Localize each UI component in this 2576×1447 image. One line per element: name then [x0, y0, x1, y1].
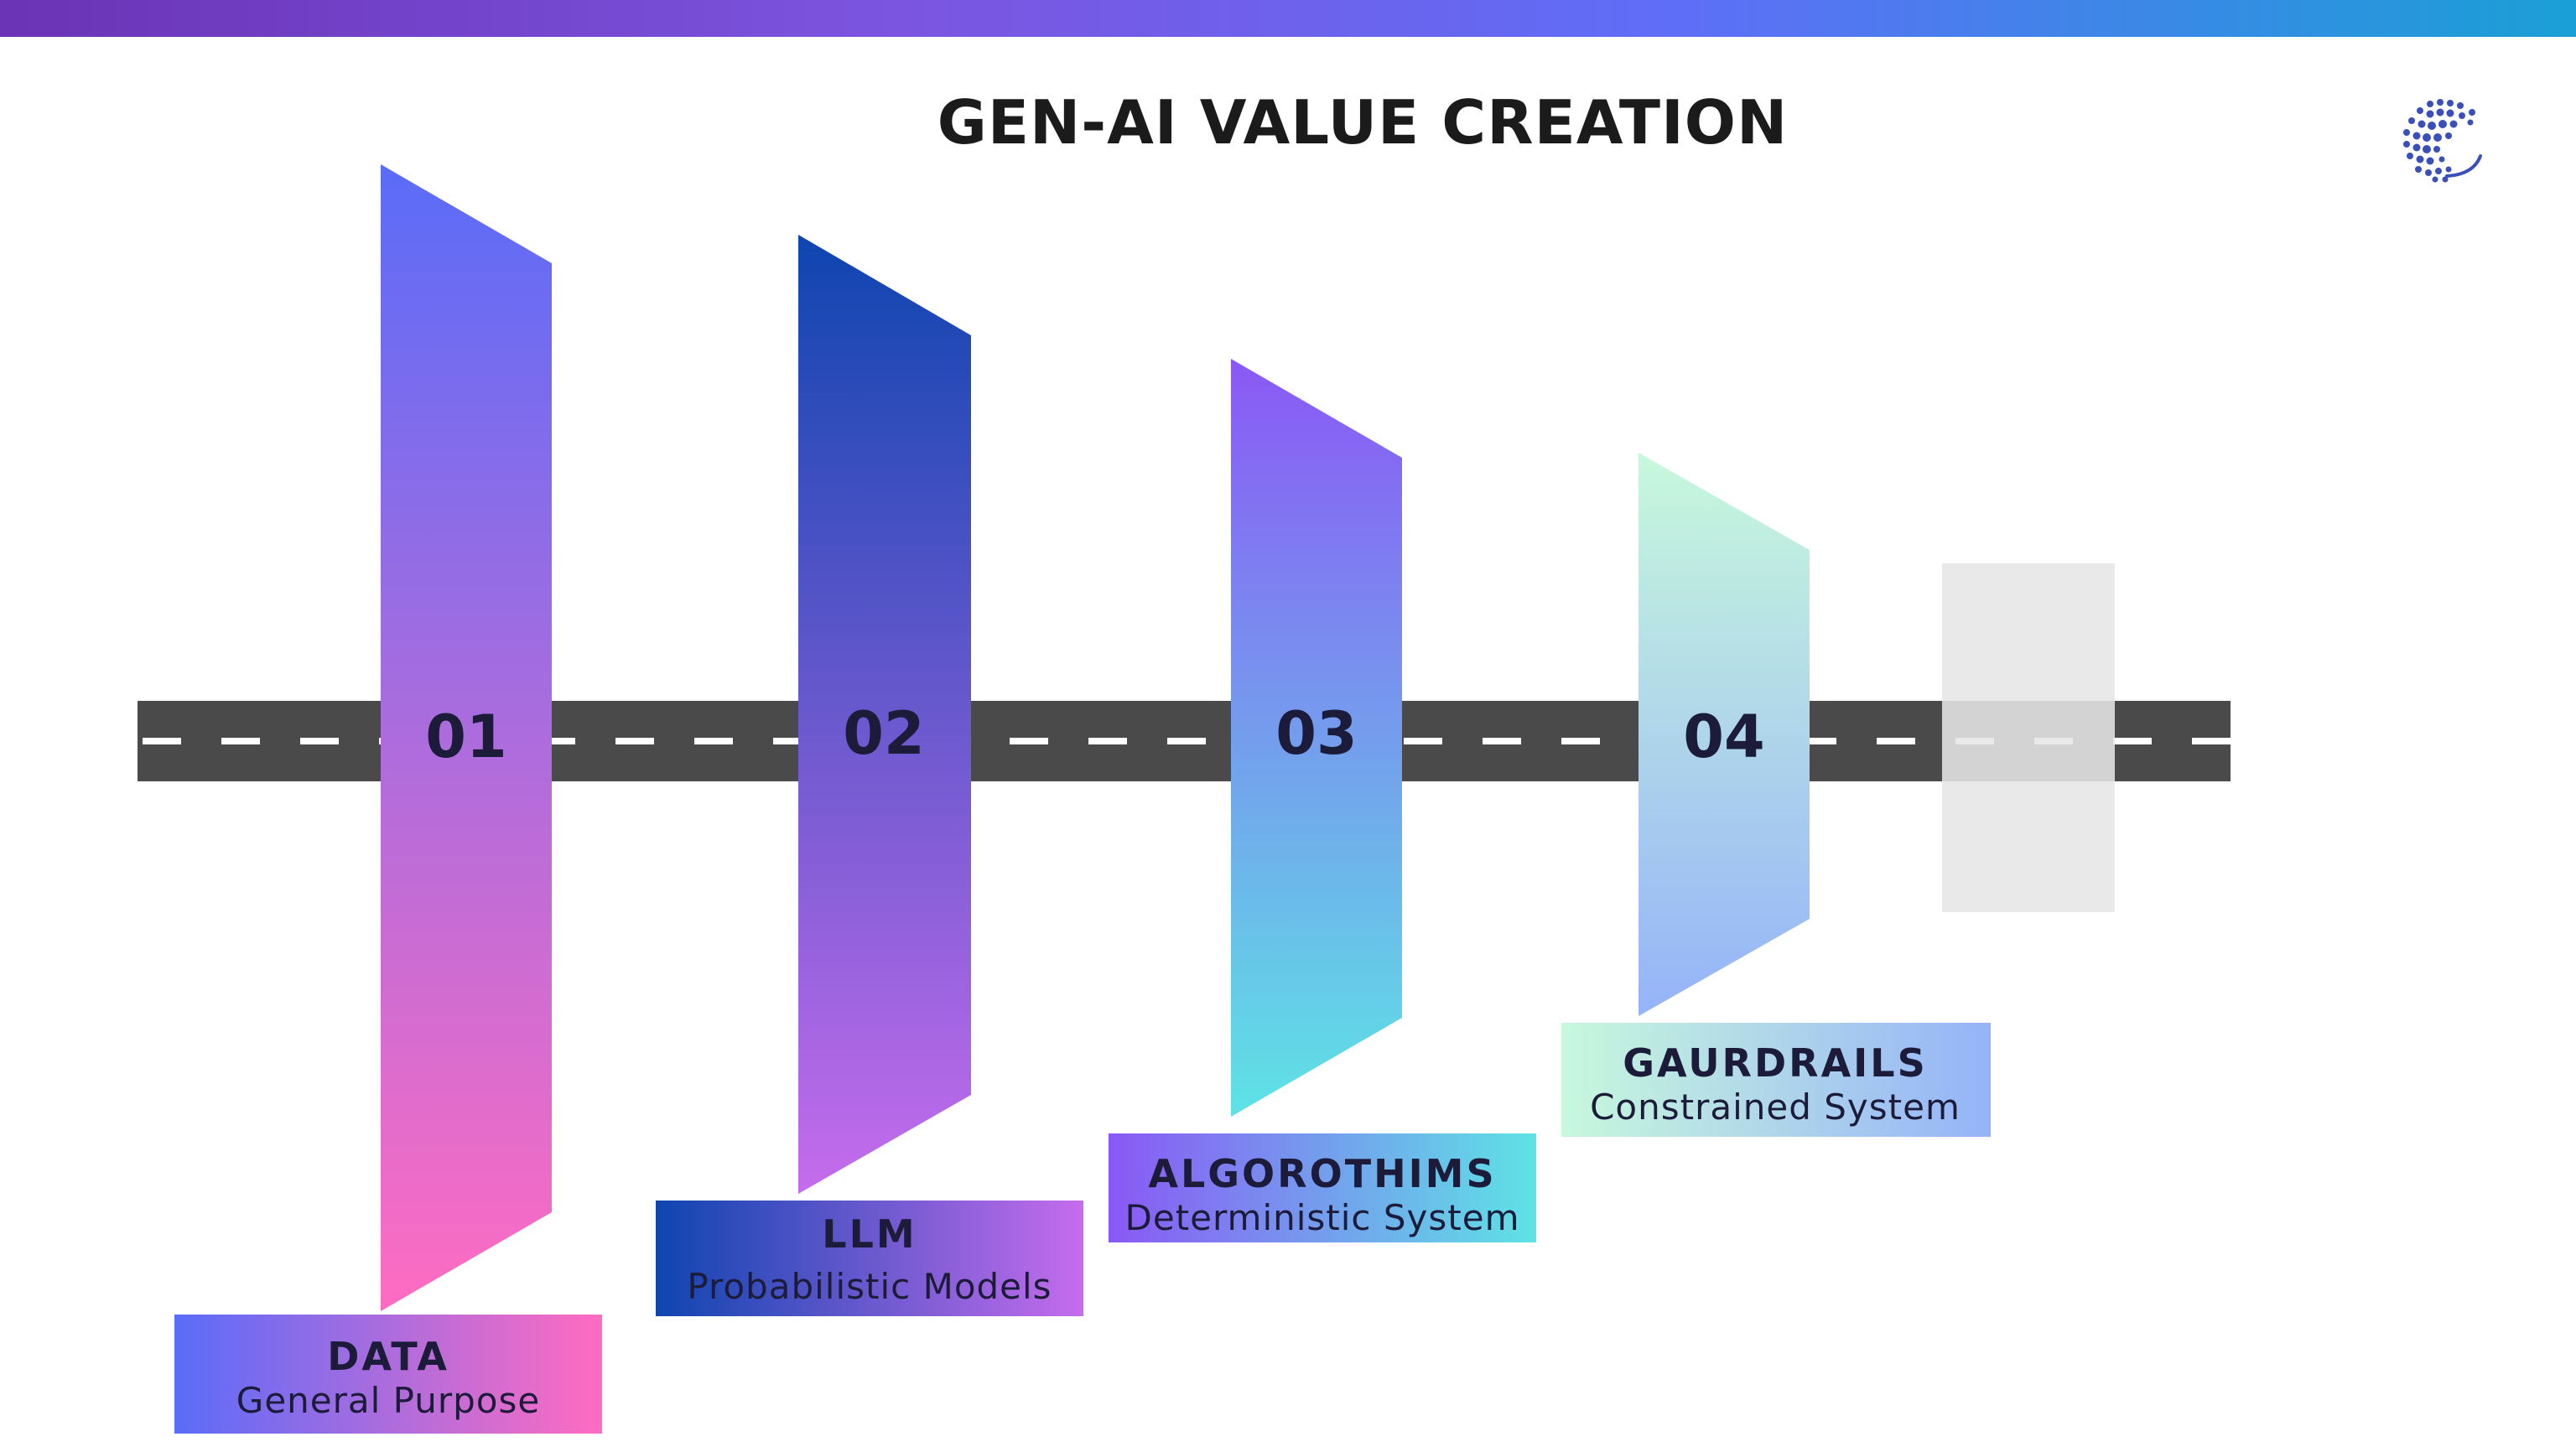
step-number-4: 04 — [1683, 703, 1765, 771]
label-box-3 — [1109, 1133, 1536, 1242]
step-label-title: LLM — [822, 1211, 917, 1257]
step-panel-4 — [1639, 453, 1810, 1016]
step-label-3: ALGOROTHIMS Deterministic System — [1109, 1150, 1536, 1239]
step-panel-2 — [798, 235, 971, 1194]
step-label-title: ALGOROTHIMS — [1148, 1151, 1497, 1196]
step-number-3: 03 — [1275, 699, 1358, 768]
step-label-2: LLM Probabilistic Models — [656, 1211, 1083, 1308]
step-number-1: 01 — [425, 703, 507, 771]
step-label-subtitle: Probabilistic Models — [687, 1266, 1052, 1307]
globe-logo-icon — [2403, 99, 2482, 183]
step-label-subtitle: General Purpose — [236, 1380, 541, 1421]
step-panel-1 — [381, 164, 552, 1311]
step-label-title: DATA — [327, 1334, 449, 1379]
step-label-1: DATA General Purpose — [174, 1333, 602, 1422]
step-label-subtitle: Deterministic System — [1124, 1197, 1520, 1238]
page-title: GEN-AI VALUE CREATION — [937, 87, 1789, 158]
step-label-title: GAURDRAILS — [1623, 1040, 1928, 1086]
step-label-4: GAURDRAILS Constrained System — [1561, 1040, 1989, 1128]
top-gradient-bar — [0, 0, 2576, 37]
step-label-subtitle: Constrained System — [1590, 1087, 1961, 1128]
step-number-2: 02 — [843, 699, 925, 768]
label-box-4 — [1561, 1023, 1991, 1137]
label-box-1 — [174, 1315, 602, 1434]
placeholder-block — [1942, 563, 2115, 912]
step-panel-3 — [1231, 359, 1402, 1117]
label-box-2 — [656, 1201, 1083, 1316]
